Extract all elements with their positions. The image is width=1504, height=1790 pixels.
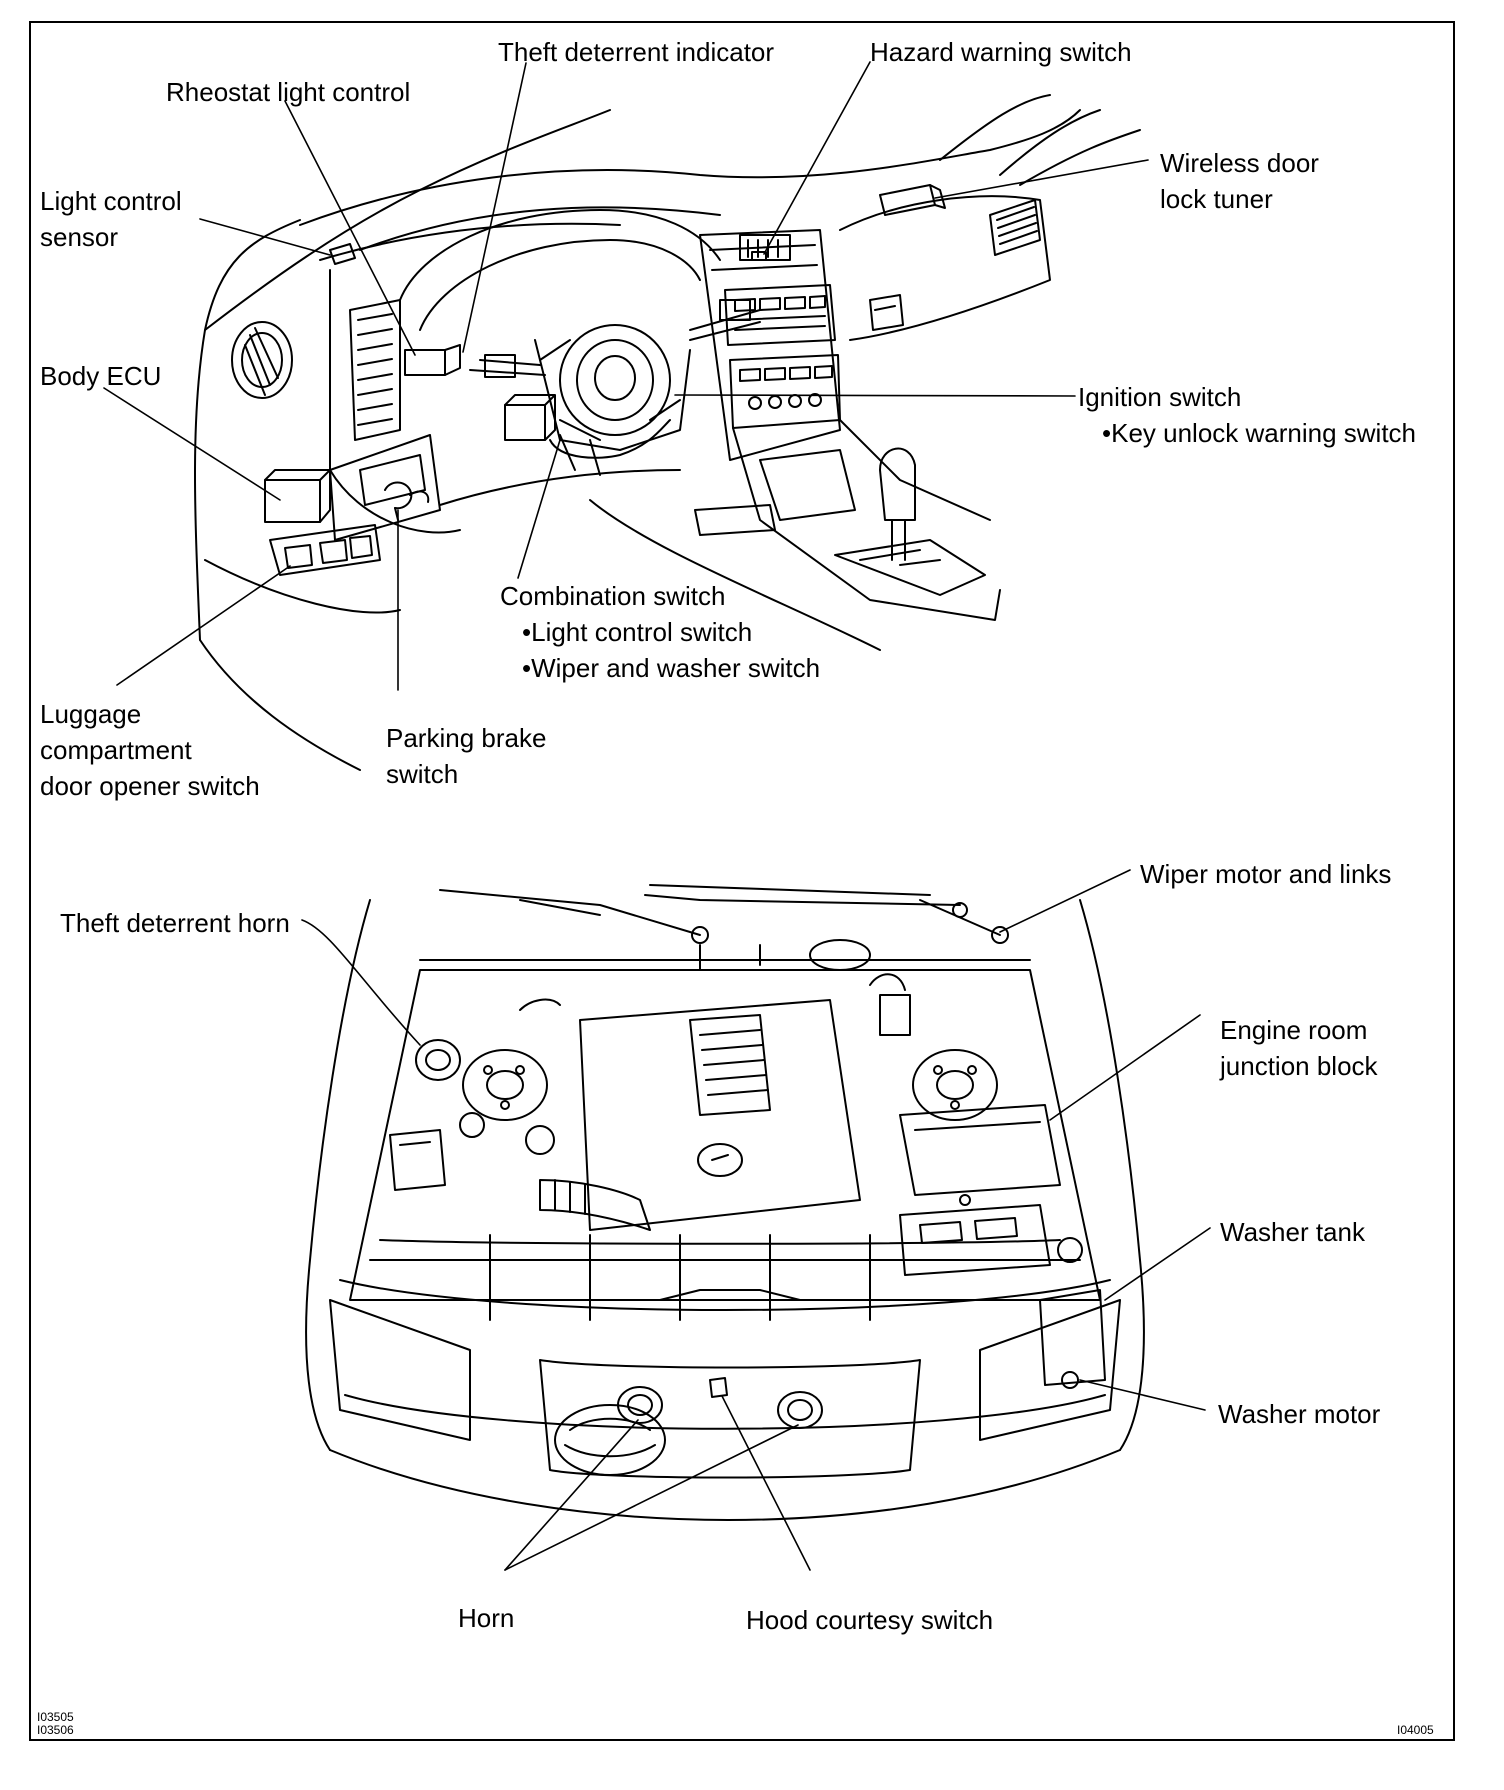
label-combination-switch: Combination switch: [500, 581, 726, 611]
label-wireless-door-lock-tuner-line1: Wireless door: [1160, 148, 1319, 178]
label-wiper-motor-links: Wiper motor and links: [1140, 859, 1392, 889]
label-light-control-switch: •Light control switch: [522, 617, 753, 647]
figure-code-left-1: I03505: [37, 1710, 74, 1724]
label-parking-brake-line1: Parking brake: [386, 723, 547, 753]
label-luggage-line1: Luggage: [40, 699, 142, 729]
label-wireless-door-lock-tuner-line2: lock tuner: [1160, 184, 1273, 214]
label-theft-deterrent-indicator: Theft deterrent indicator: [498, 37, 775, 67]
label-engine-room-junction-block-line2: junction block: [1220, 1051, 1378, 1081]
dashboard-leader-lines: [103, 61, 1149, 691]
label-washer-motor: Washer motor: [1218, 1399, 1381, 1429]
label-wiper-washer-switch: •Wiper and washer switch: [522, 653, 821, 683]
label-hazard-warning-switch: Hazard warning switch: [870, 37, 1132, 67]
diagram-frame: [29, 21, 1455, 1741]
engine-bay-leader-lines: [301, 869, 1211, 1571]
label-light-control-sensor-line2: sensor: [40, 222, 119, 252]
dashboard-drawing: [194, 94, 1141, 771]
label-ignition-switch: Ignition switch: [1078, 382, 1242, 412]
label-light-control-sensor-line1: Light control: [40, 186, 182, 216]
label-hood-courtesy-switch: Hood courtesy switch: [746, 1605, 994, 1635]
label-horn: Horn: [458, 1603, 515, 1633]
figure-code-right: I04005: [1397, 1723, 1434, 1737]
label-body-ecu: Body ECU: [40, 361, 162, 391]
label-luggage-line2: compartment: [40, 735, 192, 765]
figure-code-left-2: I03506: [37, 1723, 74, 1737]
label-rheostat-light-control: Rheostat light control: [166, 77, 411, 107]
engine-bay-drawing: [305, 884, 1145, 1521]
label-theft-deterrent-horn: Theft deterrent horn: [60, 908, 290, 938]
label-washer-tank: Washer tank: [1220, 1217, 1365, 1247]
label-luggage-line3: door opener switch: [40, 771, 260, 801]
label-key-unlock-warning-switch: •Key unlock warning switch: [1102, 418, 1417, 448]
label-engine-room-junction-block-line1: Engine room: [1220, 1015, 1368, 1045]
label-parking-brake-line2: switch: [386, 759, 459, 789]
